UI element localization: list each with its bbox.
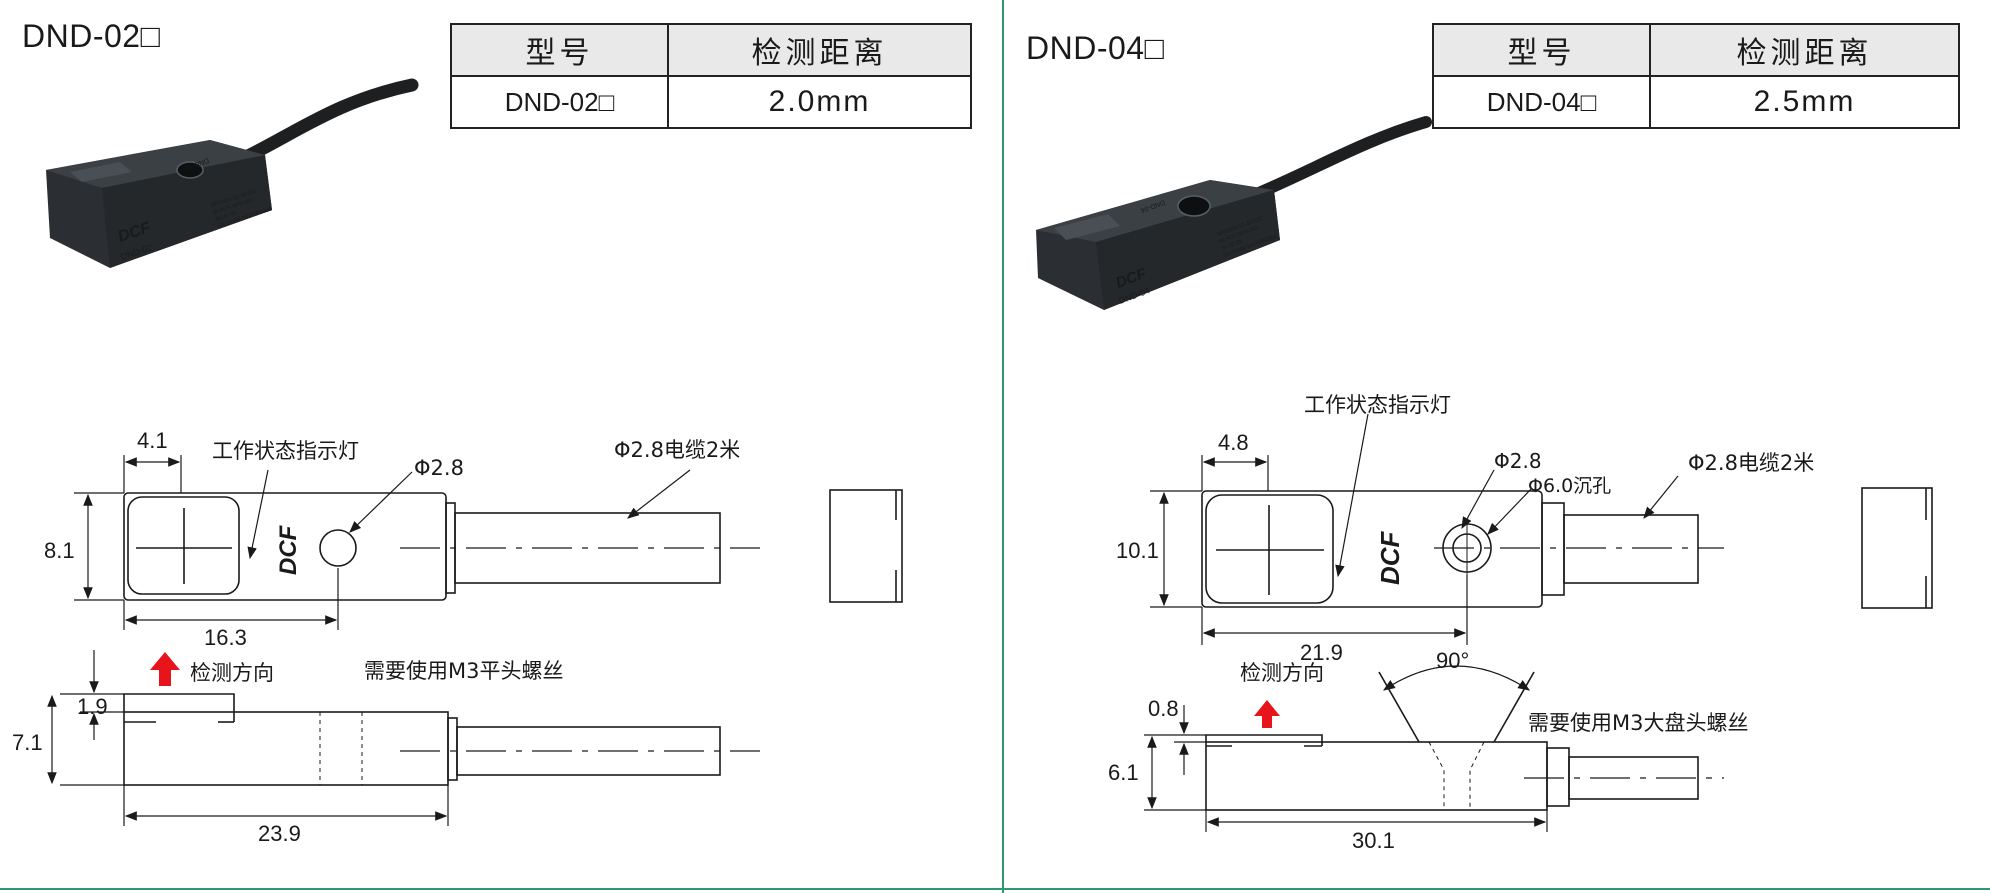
label-direction: 检测方向 xyxy=(1240,661,1324,685)
product-photo: DCF DND-02 BROWN:12-30VDC BLACK:NPN.NO B… xyxy=(46,78,419,268)
dim-len-front: 21.9 xyxy=(1300,640,1343,665)
end-view-body xyxy=(1861,487,1933,609)
mount-hole-image xyxy=(1177,195,1211,217)
model-title: DND-04□ xyxy=(1026,30,1165,66)
cable-side xyxy=(1568,756,1699,800)
label-screw: 需要使用M3平头螺丝 xyxy=(364,659,563,683)
dim-h-front: 8.1 xyxy=(44,538,75,563)
label-screw: 需要使用M3大盘头螺丝 xyxy=(1528,711,1748,735)
label-angle: 90° xyxy=(1436,648,1469,673)
table-header-distance: 检测距离 xyxy=(1649,23,1960,77)
spec-table: 型号 检测距离 DND-04□ 2.5mm xyxy=(1432,23,1960,129)
table-header-distance: 检测距离 xyxy=(667,23,972,77)
table-header-model: 型号 xyxy=(450,23,669,77)
spec-table: 型号 检测距离 DND-02□ 2.0mm xyxy=(450,23,972,129)
detection-direction-arrow xyxy=(1254,700,1280,728)
table-cell-model: DND-04□ xyxy=(1432,75,1651,129)
cable-image xyxy=(1248,116,1432,201)
dim-h-side: 7.1 xyxy=(12,730,43,755)
detection-direction-arrow xyxy=(150,652,180,686)
label-direction: 检测方向 xyxy=(190,661,274,685)
dim-h-side: 6.1 xyxy=(1108,760,1139,785)
side-view-body xyxy=(1205,741,1548,811)
dim-len-front: 16.3 xyxy=(204,625,247,650)
dim-w-top: 4.8 xyxy=(1218,430,1249,455)
table-cell-distance: 2.0mm xyxy=(667,75,972,129)
dim-h-front: 10.1 xyxy=(1116,538,1159,563)
brand-mark: DCF xyxy=(1375,530,1405,585)
label-hole: Φ2.8 xyxy=(414,456,464,480)
dim-step: 1.9 xyxy=(77,694,108,719)
model-title: DND-02□ xyxy=(22,18,161,54)
dim-len-side: 30.1 xyxy=(1352,828,1395,853)
mount-hole xyxy=(319,529,357,567)
dimension-drawing: 4.1 8.1 16.3 1.9 7.1 23.9 工作状态指示灯 Φ2.8 Φ… xyxy=(12,428,903,846)
label-led: 工作状态指示灯 xyxy=(1304,393,1451,417)
label-hole: Φ2.8 xyxy=(1494,449,1542,473)
dim-step: 0.8 xyxy=(1148,696,1179,721)
dimension-drawing: 4.8 10.1 21.9 0.8 6.1 30.1 工作状态指示灯 Φ2.8 … xyxy=(1108,393,1933,853)
label-cable: Φ2.8电缆2米 xyxy=(1688,451,1814,475)
brand-mark: DCF xyxy=(275,524,302,575)
label-cable: Φ2.8电缆2米 xyxy=(614,438,740,462)
dim-len-side: 23.9 xyxy=(258,821,301,846)
label-counterbore: Φ6.0沉孔 xyxy=(1528,475,1611,497)
panel-dnd-04: DND-04□ 型号 检测距离 DND-04□ 2.5mm DCF DND-04… xyxy=(1004,0,1990,888)
panel-dnd-02: DND-02□ 型号 检测距离 DND-02□ 2.0mm DCF DND-02… xyxy=(12,18,972,846)
mount-hole-image xyxy=(176,161,204,179)
end-view-body xyxy=(829,489,903,603)
table-cell-model: DND-02□ xyxy=(450,75,669,129)
product-photo: DCF DND-04 BROWN:12-30VDC BLACK:NPN.NO B… xyxy=(1036,116,1432,310)
panel-divider-vertical xyxy=(1002,0,1004,893)
cable-front xyxy=(1563,514,1699,584)
label-led: 工作状态指示灯 xyxy=(212,439,359,463)
dim-w-top: 4.1 xyxy=(137,428,168,453)
led-window xyxy=(1205,494,1334,604)
side-view-body xyxy=(123,711,449,786)
cable-image xyxy=(243,78,419,162)
table-header-model: 型号 xyxy=(1432,23,1651,77)
led-window xyxy=(127,496,240,595)
table-cell-distance: 2.5mm xyxy=(1649,75,1960,129)
panel-divider-bottom xyxy=(0,888,1990,890)
